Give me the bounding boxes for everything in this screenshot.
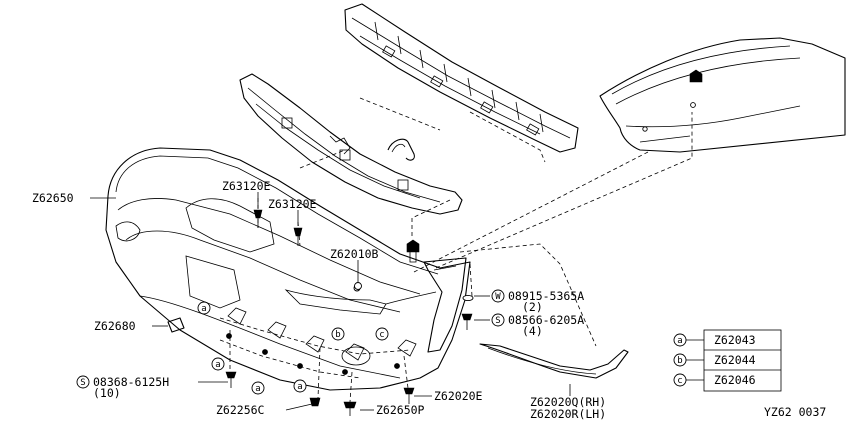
label-z62256c: Z62256C <box>216 403 265 417</box>
label-z62680: Z62680 <box>94 319 136 333</box>
svg-text:W: W <box>495 292 501 302</box>
label-z62020r: Z62020R(LH) <box>530 407 606 421</box>
grommet-c-1 <box>394 363 400 369</box>
screw-s-right <box>461 313 473 330</box>
legend-part-b: Z62044 <box>714 353 756 367</box>
washer-callout: W 08915-5365A (2) <box>491 289 584 314</box>
retainer-clip-part <box>387 138 415 161</box>
label-z62650p: Z62650P <box>376 403 425 417</box>
label-z63120e-b: Z63120E <box>268 197 317 211</box>
assembly-guide-lines <box>229 97 693 403</box>
label-z62020q: Z62020Q(RH) <box>530 395 606 409</box>
clip-z63120e-lower <box>293 227 303 246</box>
legend-row-a: a Z62043 <box>673 333 756 347</box>
grommet-a-3 <box>297 363 303 369</box>
svg-text:c: c <box>379 330 384 340</box>
upper-reinforcement-part <box>239 73 463 215</box>
screw-callout-right: S 08566-6205A (4) <box>491 313 584 338</box>
svg-text:a: a <box>677 336 682 346</box>
screw-z62650p <box>343 401 357 416</box>
lower-mounting-bracket <box>219 307 417 379</box>
label-s-qty-2: (10) <box>93 386 121 400</box>
legend-row-c: c Z62046 <box>673 373 756 387</box>
svg-text:a: a <box>255 384 260 394</box>
diagram-code: YZ62 0037 <box>764 405 826 419</box>
nut-z62010b <box>354 282 362 290</box>
bumper-moulding-part <box>479 343 629 379</box>
clip-z62256c <box>309 397 321 407</box>
svg-text:S: S <box>80 378 85 388</box>
side-bracket-part <box>423 257 467 353</box>
label-w-part: 08915-5365A <box>508 289 584 303</box>
marker-c-1: c <box>375 327 389 341</box>
grommet-a-2 <box>262 349 268 355</box>
front-fender-part <box>599 37 846 153</box>
svg-text:c: c <box>677 376 682 386</box>
svg-text:b: b <box>335 330 340 340</box>
energy-absorber-part <box>344 3 579 153</box>
washer-w <box>462 294 474 302</box>
screw-z62020e <box>403 387 415 404</box>
screw-callout-left: S 08368-6125H (10) <box>76 375 169 400</box>
label-s-part-2: 08368-6125H <box>93 375 169 389</box>
screw-s-left <box>225 371 237 388</box>
fasteners <box>167 209 474 416</box>
marker-a-1: a <box>197 301 211 315</box>
nut-upper <box>406 239 420 263</box>
label-w-qty: (2) <box>522 300 543 314</box>
legend-part-c: Z62046 <box>714 373 756 387</box>
grommet-a-1 <box>226 333 232 339</box>
marker-legend: a Z62043 b Z62044 c Z62046 <box>673 329 782 392</box>
callout-labels: Z62650 Z63120E Z63120E Z62010B Z62680 W … <box>32 179 606 421</box>
marker-a-3: a <box>251 381 265 395</box>
label-z62010b: Z62010B <box>330 247 379 261</box>
marker-a-4: a <box>293 379 307 393</box>
svg-text:a: a <box>215 360 220 370</box>
marker-b-1: b <box>331 327 345 341</box>
label-z63120e-a: Z63120E <box>222 179 271 193</box>
svg-text:a: a <box>201 304 206 314</box>
legend-part-a: Z62043 <box>714 333 756 347</box>
bumper-fascia-part <box>105 147 471 391</box>
label-z62020e: Z62020E <box>434 389 483 403</box>
svg-text:a: a <box>297 382 302 392</box>
marker-a-2: a <box>211 357 225 371</box>
label-s-part-1: 08566-6205A <box>508 313 584 327</box>
label-z62650: Z62650 <box>32 191 74 205</box>
retainer-z62680 <box>167 317 185 333</box>
label-s-qty-1: (4) <box>522 324 543 338</box>
svg-text:S: S <box>495 316 500 326</box>
grommet-b-1 <box>342 369 348 375</box>
legend-row-b: b Z62044 <box>673 353 756 367</box>
leader-lines <box>90 192 571 411</box>
svg-text:b: b <box>677 356 682 366</box>
marker-circles: a a a a b c <box>197 301 389 395</box>
